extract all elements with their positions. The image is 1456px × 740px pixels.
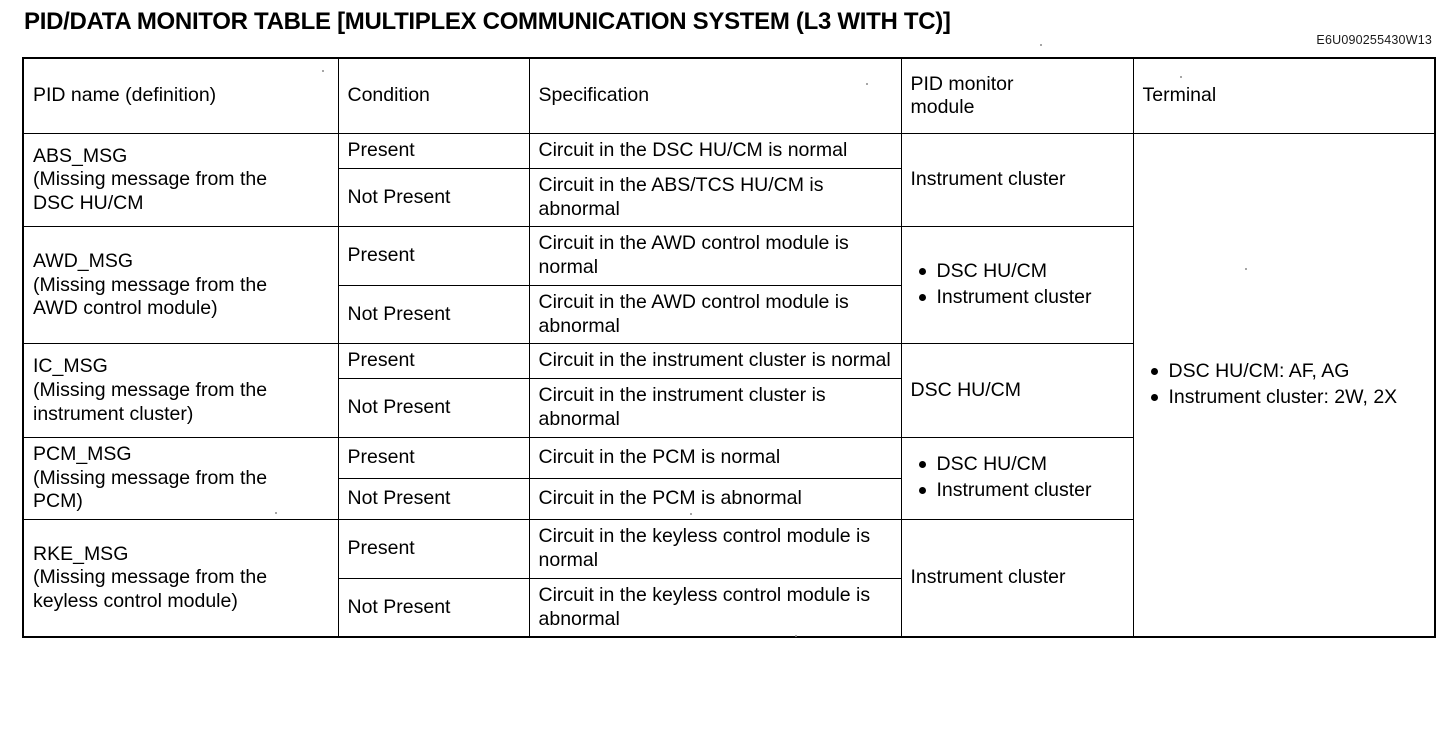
table-row: RKE_MSG (Missing message from the keyles… — [22, 519, 1435, 638]
page-title: PID/DATA MONITOR TABLE [MULTIPLEX COMMUN… — [24, 8, 951, 35]
pid-name-line1: PCM_MSG — [33, 442, 132, 465]
column-header-terminal: Terminal — [1132, 57, 1436, 134]
monitor-module-bullet-list: DSC HU/CM Instrument cluster — [911, 259, 1124, 310]
pid-data-monitor-table: PID name (definition) Condition Specific… — [22, 57, 1436, 639]
cell-specification: Circuit in the AWD control module is abn… — [528, 284, 902, 345]
cell-specification: Circuit in the PCM is normal — [528, 436, 902, 479]
pid-name-line3: AWD control module) — [33, 297, 218, 320]
cell-pid-monitor-module: Instrument cluster — [900, 519, 1134, 638]
table-body: ABS_MSG (Missing message from the DSC HU… — [22, 132, 1436, 638]
terminal-bullet-list: DSC HU/CM: AF, AG Instrument cluster: 2W… — [1143, 359, 1426, 410]
pid-name-line2: (Missing message from the — [33, 168, 268, 191]
table-row: AWD_MSG (Missing message from the AWD co… — [22, 226, 1435, 345]
table-row: ABS_MSG (Missing message from the DSC HU… — [22, 132, 1436, 638]
cell-pid-name: ABS_MSG (Missing message from the DSC HU… — [22, 132, 339, 228]
list-item: DSC HU/CM — [918, 259, 1124, 284]
cell-pid-monitor-module: DSC HU/CM Instrument cluster — [900, 226, 1134, 345]
cell-condition: Present — [337, 133, 530, 169]
cell-condition: Present — [337, 519, 530, 579]
list-item: DSC HU/CM — [918, 452, 1124, 477]
table-row: Not Present Circuit in the keyless contr… — [23, 577, 1435, 638]
cell-condition: Present — [337, 226, 530, 286]
cell-pid-monitor-module: Instrument cluster — [900, 132, 1134, 228]
document-reference-code: E6U090255430W13 — [1316, 33, 1432, 47]
column-header-pid-monitor-module-line1: PID monitor — [910, 73, 1014, 95]
pid-name-line2: (Missing message from the — [33, 378, 268, 401]
list-item: Instrument cluster: 2W, 2X — [1150, 385, 1426, 410]
cell-specification: Circuit in the instrument cluster is abn… — [528, 378, 902, 438]
pid-name-line2: (Missing message from the — [33, 566, 268, 589]
cell-specification: Circuit in the instrument cluster is nor… — [528, 343, 902, 380]
cell-condition: Not Present — [337, 577, 530, 638]
pid-name-line1: AWD_MSG — [33, 249, 134, 272]
cell-pid-monitor-module: DSC HU/CM — [900, 343, 1134, 438]
cell-condition: Not Present — [337, 378, 530, 438]
cell-pid-name: PCM_MSG (Missing message from the PCM) — [22, 436, 339, 521]
cell-pid-name: IC_MSG (Missing message from the instrum… — [22, 343, 339, 438]
table-header-row: PID name (definition) Condition Specific… — [22, 57, 1436, 134]
cell-condition: Not Present — [337, 477, 530, 521]
cell-condition: Not Present — [337, 167, 530, 228]
table-row: Not Present Circuit in the AWD control m… — [23, 284, 1435, 345]
cell-specification: Circuit in the AWD control module is nor… — [528, 226, 902, 286]
pid-name-line3: instrument cluster) — [33, 402, 194, 425]
cell-specification: Circuit in the ABS/TCS HU/CM is abnormal — [528, 167, 902, 228]
list-item: Instrument cluster — [918, 478, 1124, 503]
cell-specification: Circuit in the DSC HU/CM is normal — [528, 133, 902, 169]
pid-name-line1: IC_MSG — [33, 354, 108, 377]
pid-name-line3: keyless control module) — [33, 590, 238, 613]
table-row: Not Present Circuit in the ABS/TCS HU/CM… — [23, 167, 1435, 228]
table-row: IC_MSG (Missing message from the instrum… — [22, 343, 1435, 438]
pid-name-line1: RKE_MSG — [33, 542, 129, 565]
cell-condition: Present — [337, 343, 530, 380]
column-header-pid-monitor-module: PID monitor module — [900, 57, 1134, 134]
cell-terminal: DSC HU/CM: AF, AG Instrument cluster: 2W… — [1132, 133, 1436, 638]
cell-pid-name: AWD_MSG (Missing message from the AWD co… — [22, 226, 339, 345]
column-header-condition: Condition — [337, 57, 530, 134]
cell-pid-monitor-module: DSC HU/CM Instrument cluster — [900, 436, 1134, 521]
list-item: DSC HU/CM: AF, AG — [1150, 359, 1426, 384]
table-row: Not Present Circuit in the instrument cl… — [23, 378, 1435, 438]
pid-data-monitor-table-wrapper: PID name (definition) Condition Specific… — [22, 57, 1436, 639]
pid-name-line2: (Missing message from the — [33, 466, 268, 489]
cell-specification: Circuit in the keyless control module is… — [528, 577, 902, 638]
list-item: Instrument cluster — [918, 285, 1124, 310]
pid-name-line3: PCM) — [33, 490, 83, 513]
table-row: PCM_MSG (Missing message from the PCM) P… — [22, 436, 1435, 521]
monitor-module-bullet-list: DSC HU/CM Instrument cluster — [911, 452, 1124, 503]
cell-condition: Present — [337, 436, 530, 479]
column-header-pid-name: PID name (definition) — [22, 57, 339, 134]
cell-specification: Circuit in the PCM is abnormal — [528, 477, 902, 521]
table-header: PID name (definition) Condition Specific… — [22, 57, 1436, 134]
scan-speckle — [1040, 44, 1042, 46]
cell-pid-name: RKE_MSG (Missing message from the keyles… — [22, 519, 339, 638]
pid-name-line3: DSC HU/CM — [33, 192, 144, 215]
column-header-specification: Specification — [528, 57, 902, 134]
cell-condition: Not Present — [337, 284, 530, 345]
pid-name-line1: ABS_MSG — [33, 144, 128, 167]
cell-specification: Circuit in the keyless control module is… — [528, 519, 902, 579]
column-header-pid-monitor-module-line2: module — [910, 96, 975, 118]
table-row: Not Present Circuit in the PCM is abnorm… — [23, 477, 1435, 521]
pid-name-line2: (Missing message from the — [33, 273, 268, 296]
